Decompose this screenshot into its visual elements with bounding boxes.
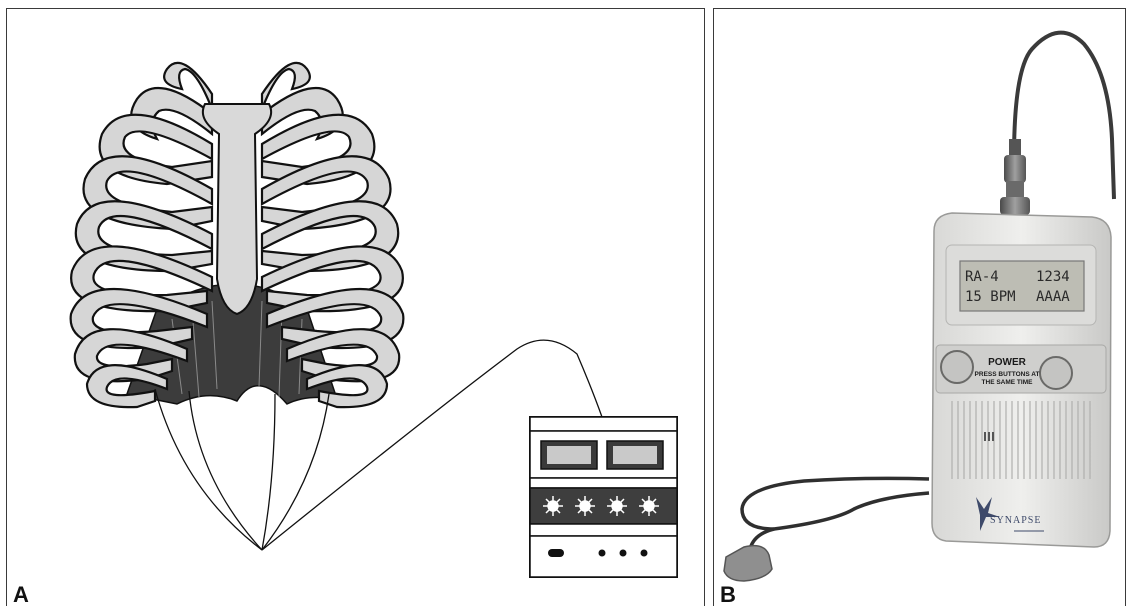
sternum (203, 104, 271, 314)
electrode-pad (724, 546, 772, 581)
display-line2-right: AAAA (1036, 289, 1070, 305)
power-button-right[interactable] (1040, 357, 1072, 389)
power-instruction-2: THE SAME TIME (982, 379, 1034, 386)
display-line1-left: RA-4 (965, 269, 999, 285)
power-label: POWER (988, 357, 1027, 368)
panel-b: RA-4 1234 15 BPM AAAA POWER PRESS BUTTON… (713, 8, 1126, 606)
ribcage-illustration (7, 9, 706, 607)
indicator-slots (984, 432, 994, 441)
connector-plug (1000, 139, 1030, 215)
power-instruction-1: PRESS BUTTONS AT (975, 371, 1040, 378)
pacing-device-photo: RA-4 1234 15 BPM AAAA POWER PRESS BUTTON… (714, 9, 1127, 607)
panel-label-b: B (720, 584, 736, 606)
power-switch (548, 549, 564, 557)
display-line2-left: 15 BPM (965, 289, 1016, 305)
panel-label-a: A (13, 584, 29, 606)
panel-a: A (6, 8, 705, 606)
top-cable (1014, 33, 1114, 199)
display-line1-right: 1234 (1036, 269, 1070, 285)
stimulator-unit (530, 417, 677, 577)
power-button-left[interactable] (941, 351, 973, 383)
brand-name: SYNAPSE (990, 515, 1041, 526)
electrode-cable (742, 478, 929, 529)
